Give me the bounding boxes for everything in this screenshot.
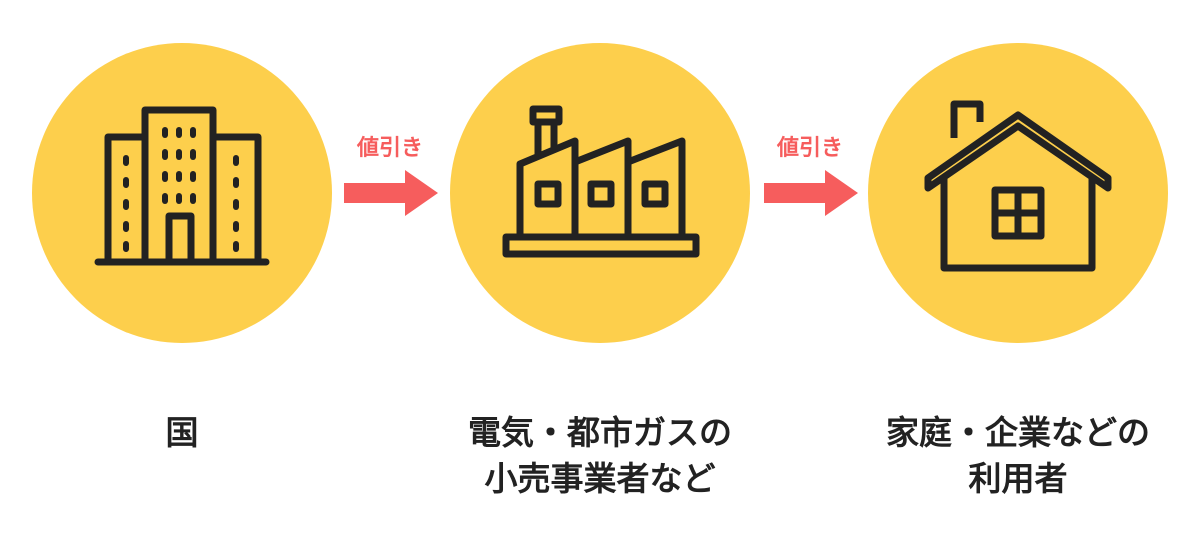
arrow-right-icon bbox=[764, 170, 858, 216]
circle bbox=[32, 43, 332, 343]
discount-label: 値引き bbox=[356, 136, 423, 161]
node-label: 家庭・企業などの 利用者 bbox=[838, 410, 1198, 502]
label-line: 家庭・企業などの bbox=[886, 413, 1150, 452]
node-label: 国 bbox=[2, 410, 362, 456]
label-line: 小売事業者など bbox=[484, 459, 716, 498]
label-line: 国 bbox=[165, 413, 199, 452]
discount-label: 値引き bbox=[776, 136, 843, 161]
arrow-right-icon bbox=[344, 170, 438, 216]
label-line: 利用者 bbox=[968, 459, 1068, 498]
label-line: 電気・都市ガスの bbox=[468, 413, 732, 452]
node-label: 電気・都市ガスの 小売事業者など bbox=[420, 410, 780, 502]
circle bbox=[450, 43, 750, 343]
